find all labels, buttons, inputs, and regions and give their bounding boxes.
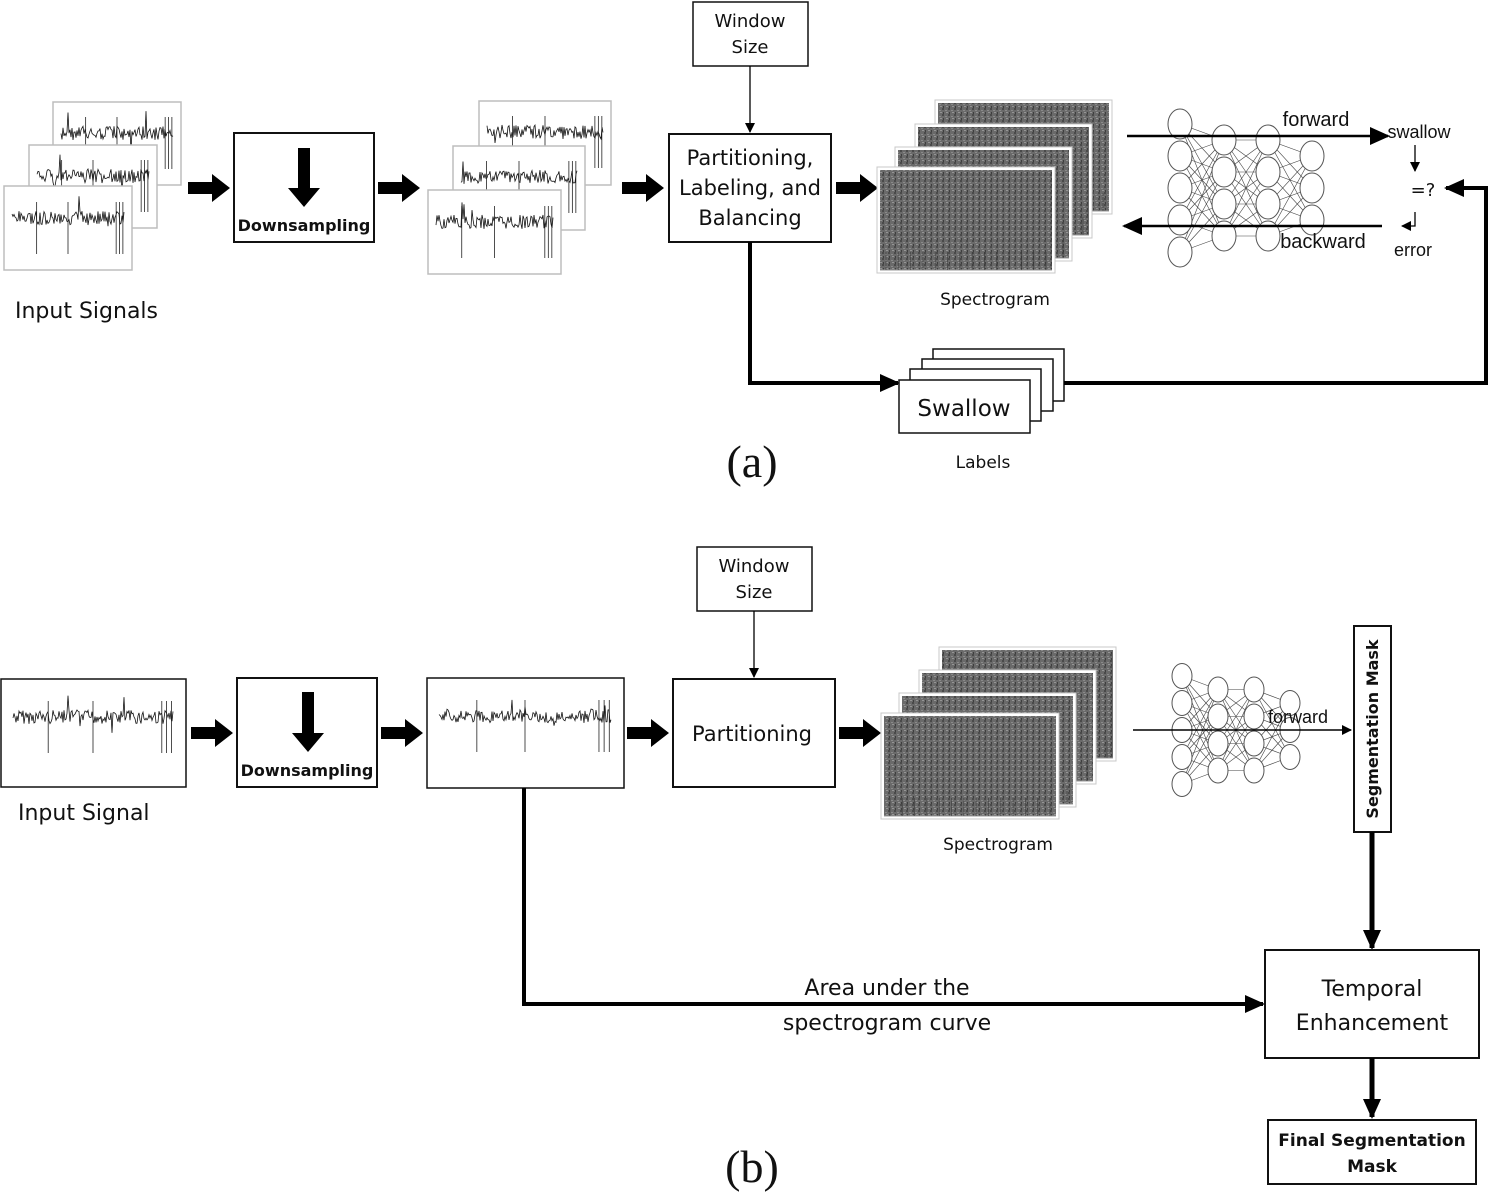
svg-text:Partitioning,: Partitioning,	[687, 146, 814, 170]
block-arrow-icon	[627, 719, 669, 747]
spectrogram-label: Spectrogram	[940, 290, 1050, 310]
swallow-label-box: Swallow	[917, 396, 1010, 422]
down-arrow-icon	[292, 692, 324, 752]
spectrogram-stack	[880, 646, 1117, 820]
final-segmentation-mask-box: Final Segmentation Mask	[1267, 1119, 1477, 1185]
area-under-curve-label: Area under the	[804, 976, 969, 1001]
svg-text:Window: Window	[719, 556, 790, 577]
window-size-box: Window Size	[692, 1, 809, 67]
downsampling-box: Downsampling	[236, 677, 378, 788]
panel-b: Input Signal Downsampling Window Size Pa…	[0, 546, 1480, 1192]
svg-text:Final Segmentation: Final Segmentation	[1278, 1131, 1465, 1151]
panel-a-caption: (a)	[726, 436, 777, 487]
partitioning-box: Partitioning	[672, 678, 836, 788]
signal-plot-icon	[3, 185, 133, 271]
svg-text:Size: Size	[736, 582, 773, 603]
input-signal-label: Input Signal	[18, 801, 150, 826]
forward-label: forward	[1283, 109, 1350, 131]
block-arrow-icon	[191, 719, 233, 747]
downsampled-signals-stack	[427, 100, 612, 275]
labels-stack: Swallow	[898, 348, 1065, 434]
block-arrow-icon	[836, 174, 878, 202]
svg-text:Labeling, and: Labeling, and	[679, 176, 821, 200]
down-arrow-icon	[288, 148, 320, 207]
input-signals-label: Input Signals	[15, 299, 158, 324]
block-arrow-icon	[188, 174, 230, 202]
temporal-enhancement-box: Temporal Enhancement	[1264, 949, 1480, 1059]
input-signals-stack	[3, 101, 182, 271]
backward-label: backward	[1280, 231, 1366, 253]
block-arrow-icon	[839, 719, 881, 747]
partitioning-labeling-balancing-box: Partitioning, Labeling, and Balancing	[668, 133, 832, 243]
panel-a: Input Signals Downsampling Window Size P	[3, 1, 1488, 487]
input-signal-plot	[0, 678, 187, 788]
svg-text:Balancing: Balancing	[698, 206, 801, 230]
downsampling-label: Downsampling	[241, 761, 374, 780]
spectrogram-label: Spectrogram	[943, 835, 1053, 855]
svg-text:Segmentation Mask: Segmentation Mask	[1363, 639, 1382, 819]
block-arrow-icon	[622, 174, 664, 202]
forward-label: forward	[1268, 707, 1328, 727]
svg-text:spectrogram curve: spectrogram curve	[783, 1011, 991, 1036]
block-arrow-icon	[378, 174, 420, 202]
segmentation-mask-box: Segmentation Mask	[1353, 625, 1392, 833]
signal-plot-icon	[427, 189, 562, 275]
labels-label: Labels	[956, 453, 1011, 473]
svg-text:Mask: Mask	[1347, 1157, 1398, 1177]
neural-network-icon	[1167, 108, 1325, 268]
svg-text:Temporal: Temporal	[1321, 977, 1423, 1002]
downsampling-box: Downsampling	[233, 132, 375, 243]
block-arrow-icon	[381, 719, 423, 747]
downsampling-label: Downsampling	[238, 216, 371, 235]
error-label: error	[1394, 240, 1432, 260]
svg-text:Window: Window	[715, 11, 786, 32]
downsampled-signal-plot	[426, 677, 625, 789]
svg-text:Partitioning: Partitioning	[692, 722, 812, 746]
svg-text:Enhancement: Enhancement	[1296, 1011, 1449, 1036]
swallow-output-label: swallow	[1387, 122, 1451, 142]
panel-b-caption: (b)	[725, 1141, 779, 1192]
compare-label: =?	[1411, 180, 1436, 201]
window-size-box: Window Size	[696, 546, 813, 612]
svg-text:Size: Size	[732, 37, 769, 58]
spectrogram-stack	[876, 99, 1113, 274]
